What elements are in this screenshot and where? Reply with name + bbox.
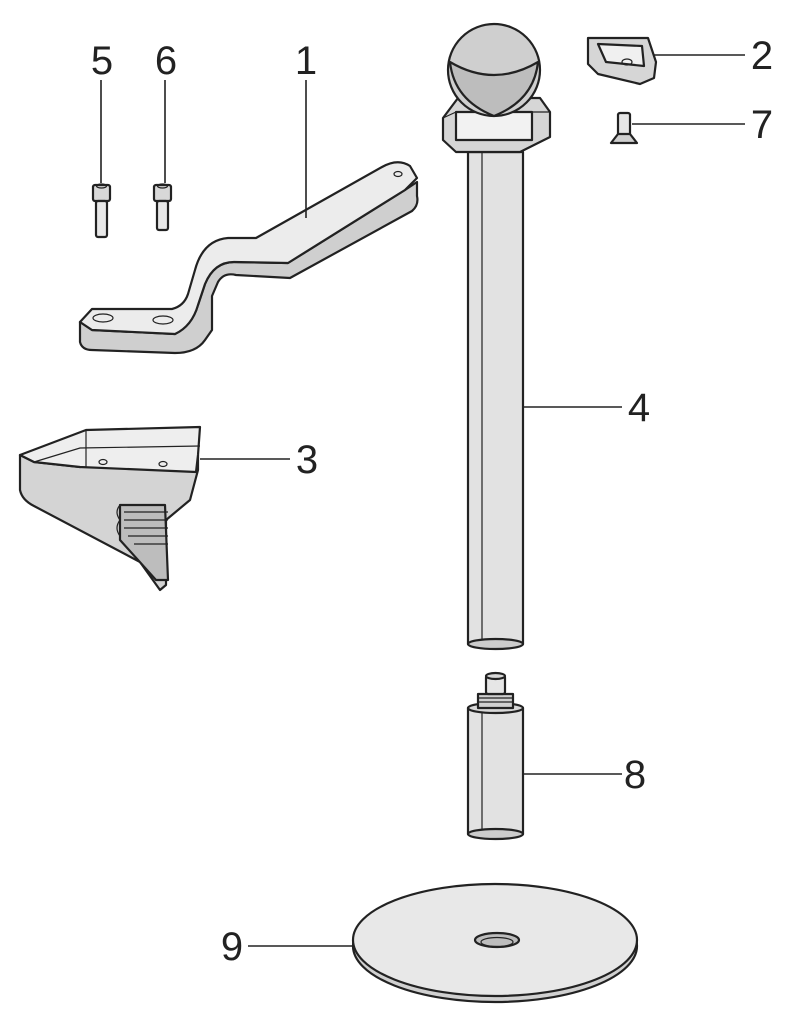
callout-numbers: 1 2 3 4 5 6 7 8 9 [91,34,773,969]
part-7-countersunk-screw [609,111,639,145]
callout-4: 4 [628,386,650,430]
part-6-socket-screw [152,183,173,232]
callout-2: 2 [751,34,773,78]
part-9-base-disc [351,882,639,1004]
callout-6: 6 [155,39,177,83]
callout-3: 3 [296,438,318,482]
part-8-cylinder [466,671,525,841]
part-1-cranked-arm [78,161,419,355]
callout-1: 1 [295,39,317,83]
callout-7: 7 [751,103,773,147]
callout-9: 9 [221,925,243,969]
callout-8: 8 [624,753,646,797]
part-5-socket-screw [91,183,112,239]
part-3-bracket [18,425,202,592]
part-4-tube-with-ball [441,22,552,651]
callout-5: 5 [91,39,113,83]
leader-lines [100,54,745,947]
part-2-cup [586,36,658,86]
